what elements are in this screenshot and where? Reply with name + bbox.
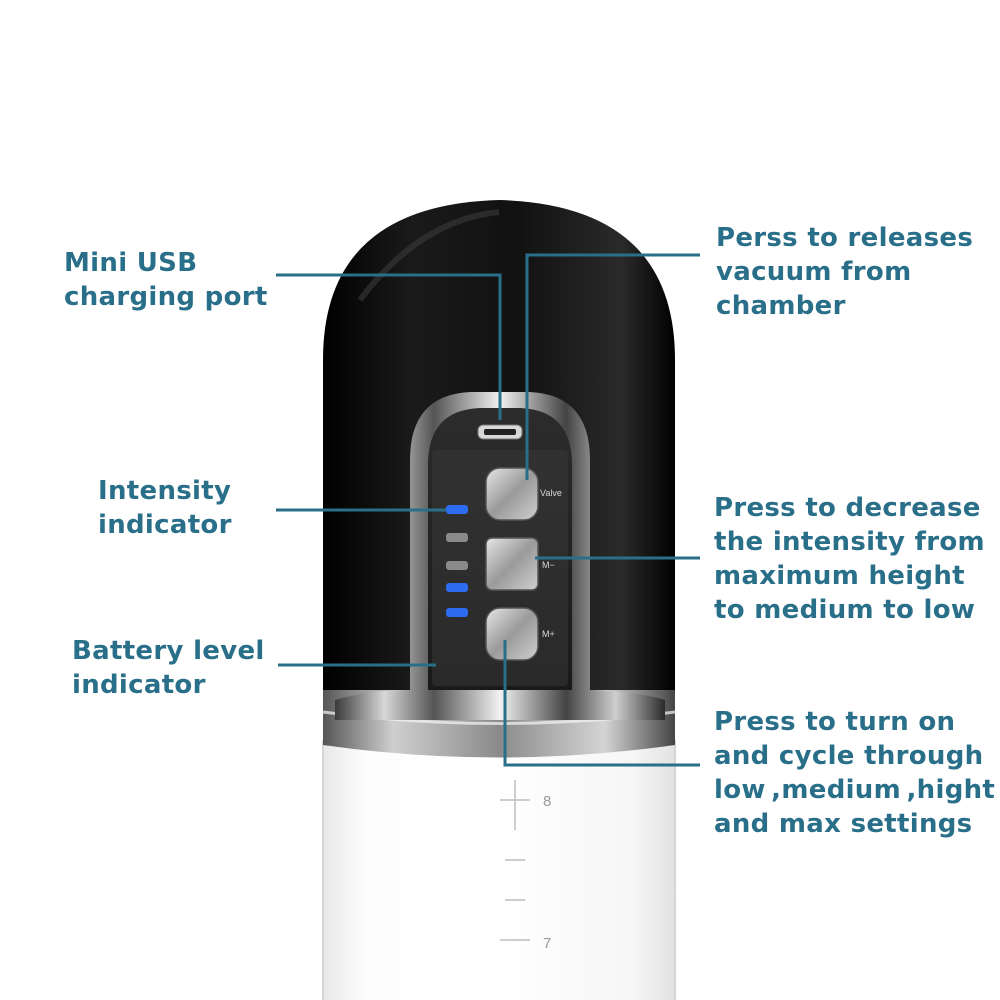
usb-label-line-1: Mini USB — [64, 248, 198, 278]
leader-power — [503, 640, 700, 767]
usb-label-line-2: charging port — [64, 282, 268, 312]
plus-button-label: M+ — [542, 629, 555, 639]
intensity-label-line-1: Intensity — [98, 476, 232, 506]
power-desc-line-3: low ,medium ,hight — [714, 775, 996, 805]
decrease-description: Press to decrease the intensity from max… — [714, 491, 985, 627]
power-desc-line-1: Press to turn on — [714, 707, 956, 737]
led-4 — [446, 583, 468, 592]
leader-valve — [525, 253, 700, 480]
minus-button[interactable] — [485, 537, 539, 591]
led-3 — [446, 561, 468, 570]
valve-description: Perss to releases vacuum from chamber — [716, 221, 973, 323]
battery-label-line-1: Battery level — [72, 636, 265, 666]
decrease-desc-line-4: to medium to low — [714, 595, 976, 625]
valve-desc-line-1: Perss to releases — [716, 223, 974, 253]
decrease-desc-line-1: Press to decrease — [714, 493, 981, 523]
intensity-leds — [446, 505, 468, 617]
led-5 — [446, 608, 468, 617]
battery-label-line-2: indicator — [72, 670, 206, 700]
measurement-scale — [500, 780, 530, 941]
plus-button[interactable] — [485, 607, 539, 661]
decrease-desc-line-3: maximum height — [714, 561, 965, 591]
intensity-indicator-label: Intensity indicator — [98, 474, 232, 542]
scale-mark-7: 7 — [543, 935, 551, 952]
intensity-label-line-2: indicator — [98, 510, 232, 540]
scale-mark-8: 8 — [543, 793, 551, 810]
power-desc-line-4: and max settings — [714, 809, 973, 839]
leader-usb — [276, 273, 502, 420]
valve-button[interactable] — [485, 467, 539, 521]
power-description: Press to turn on and cycle through low ,… — [714, 705, 995, 841]
valve-desc-line-2: vacuum from — [716, 257, 912, 287]
valve-desc-line-3: chamber — [716, 291, 846, 321]
valve-button-label: Valve — [540, 488, 562, 498]
battery-level-label: Battery level indicator — [72, 634, 265, 702]
minus-button-label: M− — [542, 560, 555, 570]
led-1 — [446, 505, 468, 514]
power-desc-line-2: and cycle through — [714, 741, 984, 771]
decrease-desc-line-2: the intensity from — [714, 527, 985, 557]
clear-cylinder — [323, 740, 675, 1000]
leader-lines — [276, 253, 700, 767]
usb-port-label: Mini USB charging port — [64, 246, 268, 314]
led-2 — [446, 533, 468, 542]
